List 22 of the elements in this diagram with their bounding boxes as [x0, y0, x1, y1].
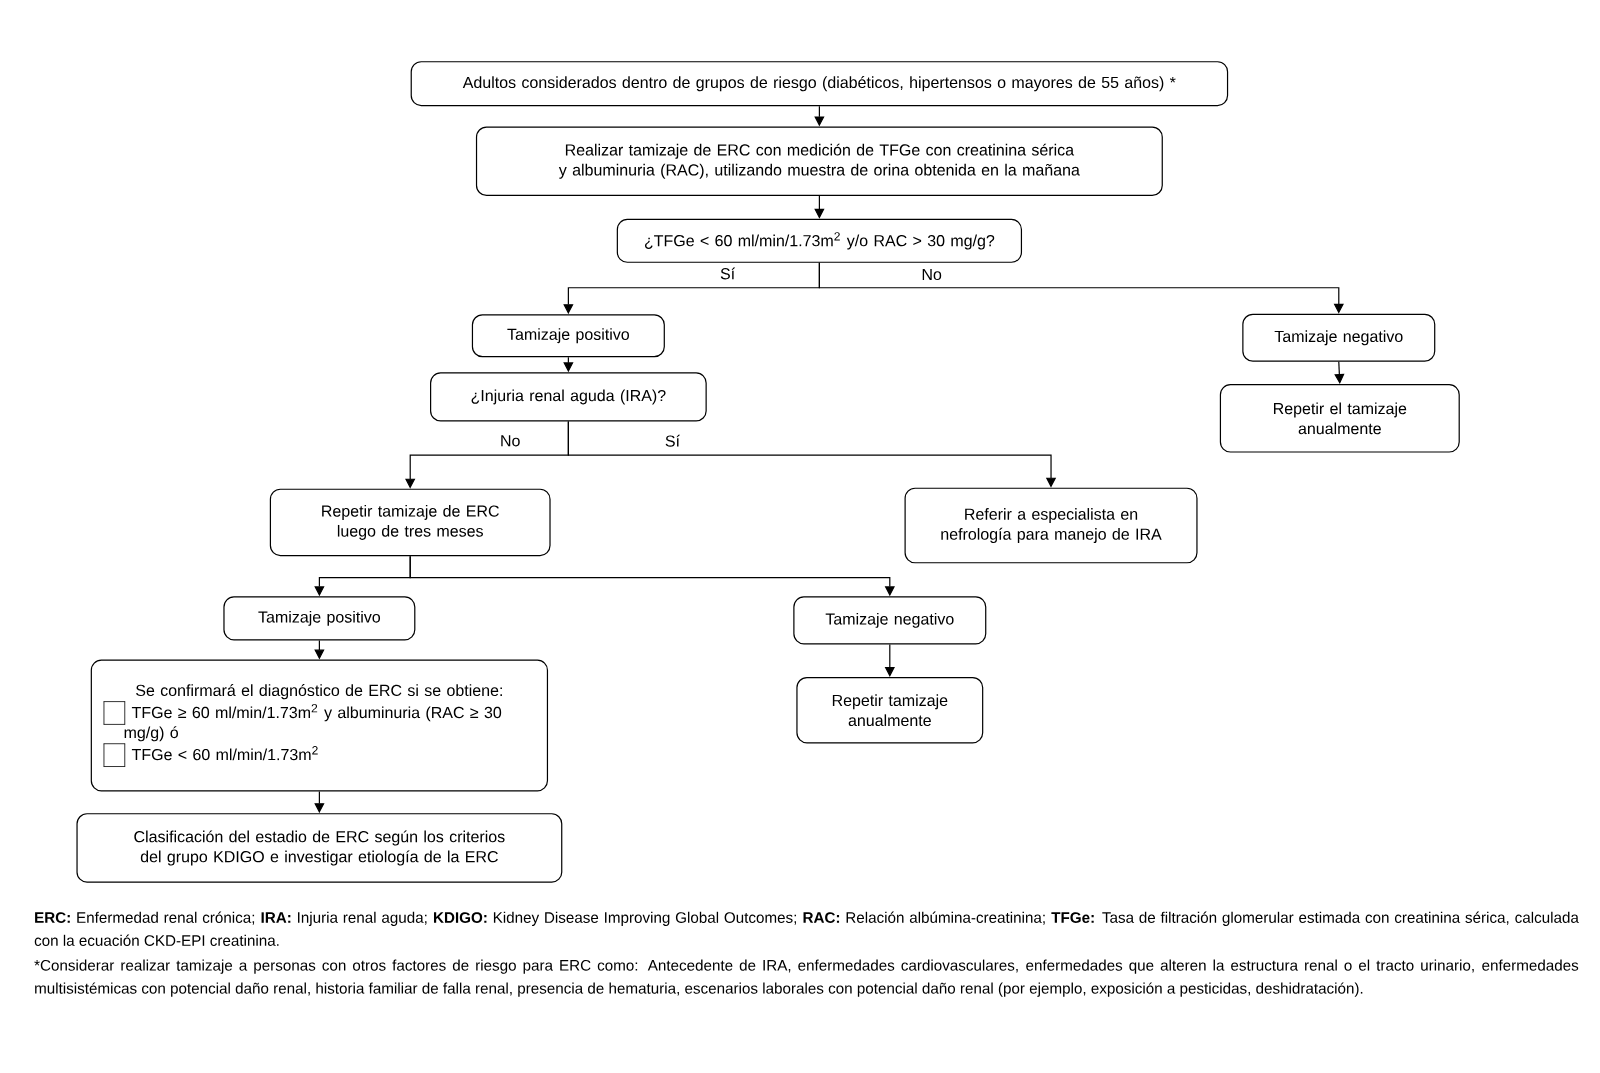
process-box: Adultos considerados dentro de grupos de riesgo (diabéticos, hipertensos o mayores de 55 años) * — [410, 60, 1229, 106]
process-box: Tamizaje positivo — [223, 596, 416, 641]
edge-label: Sí — [665, 434, 680, 447]
process-box: Se confirmará el diagnóstico de ERC si se obtiene: TFGe ≥ 60 ml/min/1.73m$^{2}$ y albuminuria (RAC ≥ 30 mg/g) ó TFGe < 60 ml/min/1.73m$^{2}$ — [90, 659, 549, 792]
process-box: Clasificación del estadio de ERC según los criterios del grupo KDIGO e investigar etiología de la ERC — [76, 812, 563, 883]
process-box: Realizar tamizaje de ERC con medición de TFGe con creatinina sérica y albuminuria (RAC), utilizando muestra de orina obtenida en la mañana — [475, 126, 1163, 196]
edge-label: Sí — [720, 267, 736, 280]
process-box: Repetir el tamizaje anualmente — [1219, 383, 1460, 453]
process-box: Repetir tamizaje de ERC luego de tres meses — [269, 488, 551, 556]
footnote-text: ERC: Enfermedad renal crónica; IRA: Injuria renal aguda; KDIGO: Kidney Disease Improving Global Outcomes; RAC: Relación albúmina-creatinina; TFGe: Tasa de filtración glomerular estimada con creatinina sérica, calculada con la ecuación CKD-EPI creatinina. — [34, 911, 1579, 946]
edge-label: No — [501, 435, 520, 447]
process-box: Tamizaje positivo — [471, 313, 665, 357]
arrow — [314, 790, 325, 813]
process-box: ¿TFGe < 60 ml/min/1.73m$^{2}$ y/o RAC > 30 mg/g? — [616, 218, 1023, 263]
process-box: Repetir tamizaje anualmente — [796, 676, 984, 744]
footnote-text: *Considerar realizar tamizaje a personas con otros factores de riesgo para ERC como: Antecedente de IRA, enfermedades cardiovasculares, enfermedades que alteren la estructura renal o el tracto urinario, enfermedades multisistémicas con potencial daño renal, historia familiar de falla renal, presencia de hematuria, escenarios laborales con potencial daño renal (por ejemplo, exposición a pesticidas, deshidratación). — [34, 959, 1579, 997]
edge-label: No — [922, 268, 942, 280]
process-box: Tamizaje negativo — [1242, 313, 1436, 362]
process-box: Referir a especialista en nefrología para manejo de IRA — [904, 487, 1198, 564]
arrow — [1334, 361, 1345, 384]
process-box: Tamizaje negativo — [793, 596, 987, 645]
process-box: ¿Injuria renal aguda (IRA)? — [430, 372, 707, 422]
